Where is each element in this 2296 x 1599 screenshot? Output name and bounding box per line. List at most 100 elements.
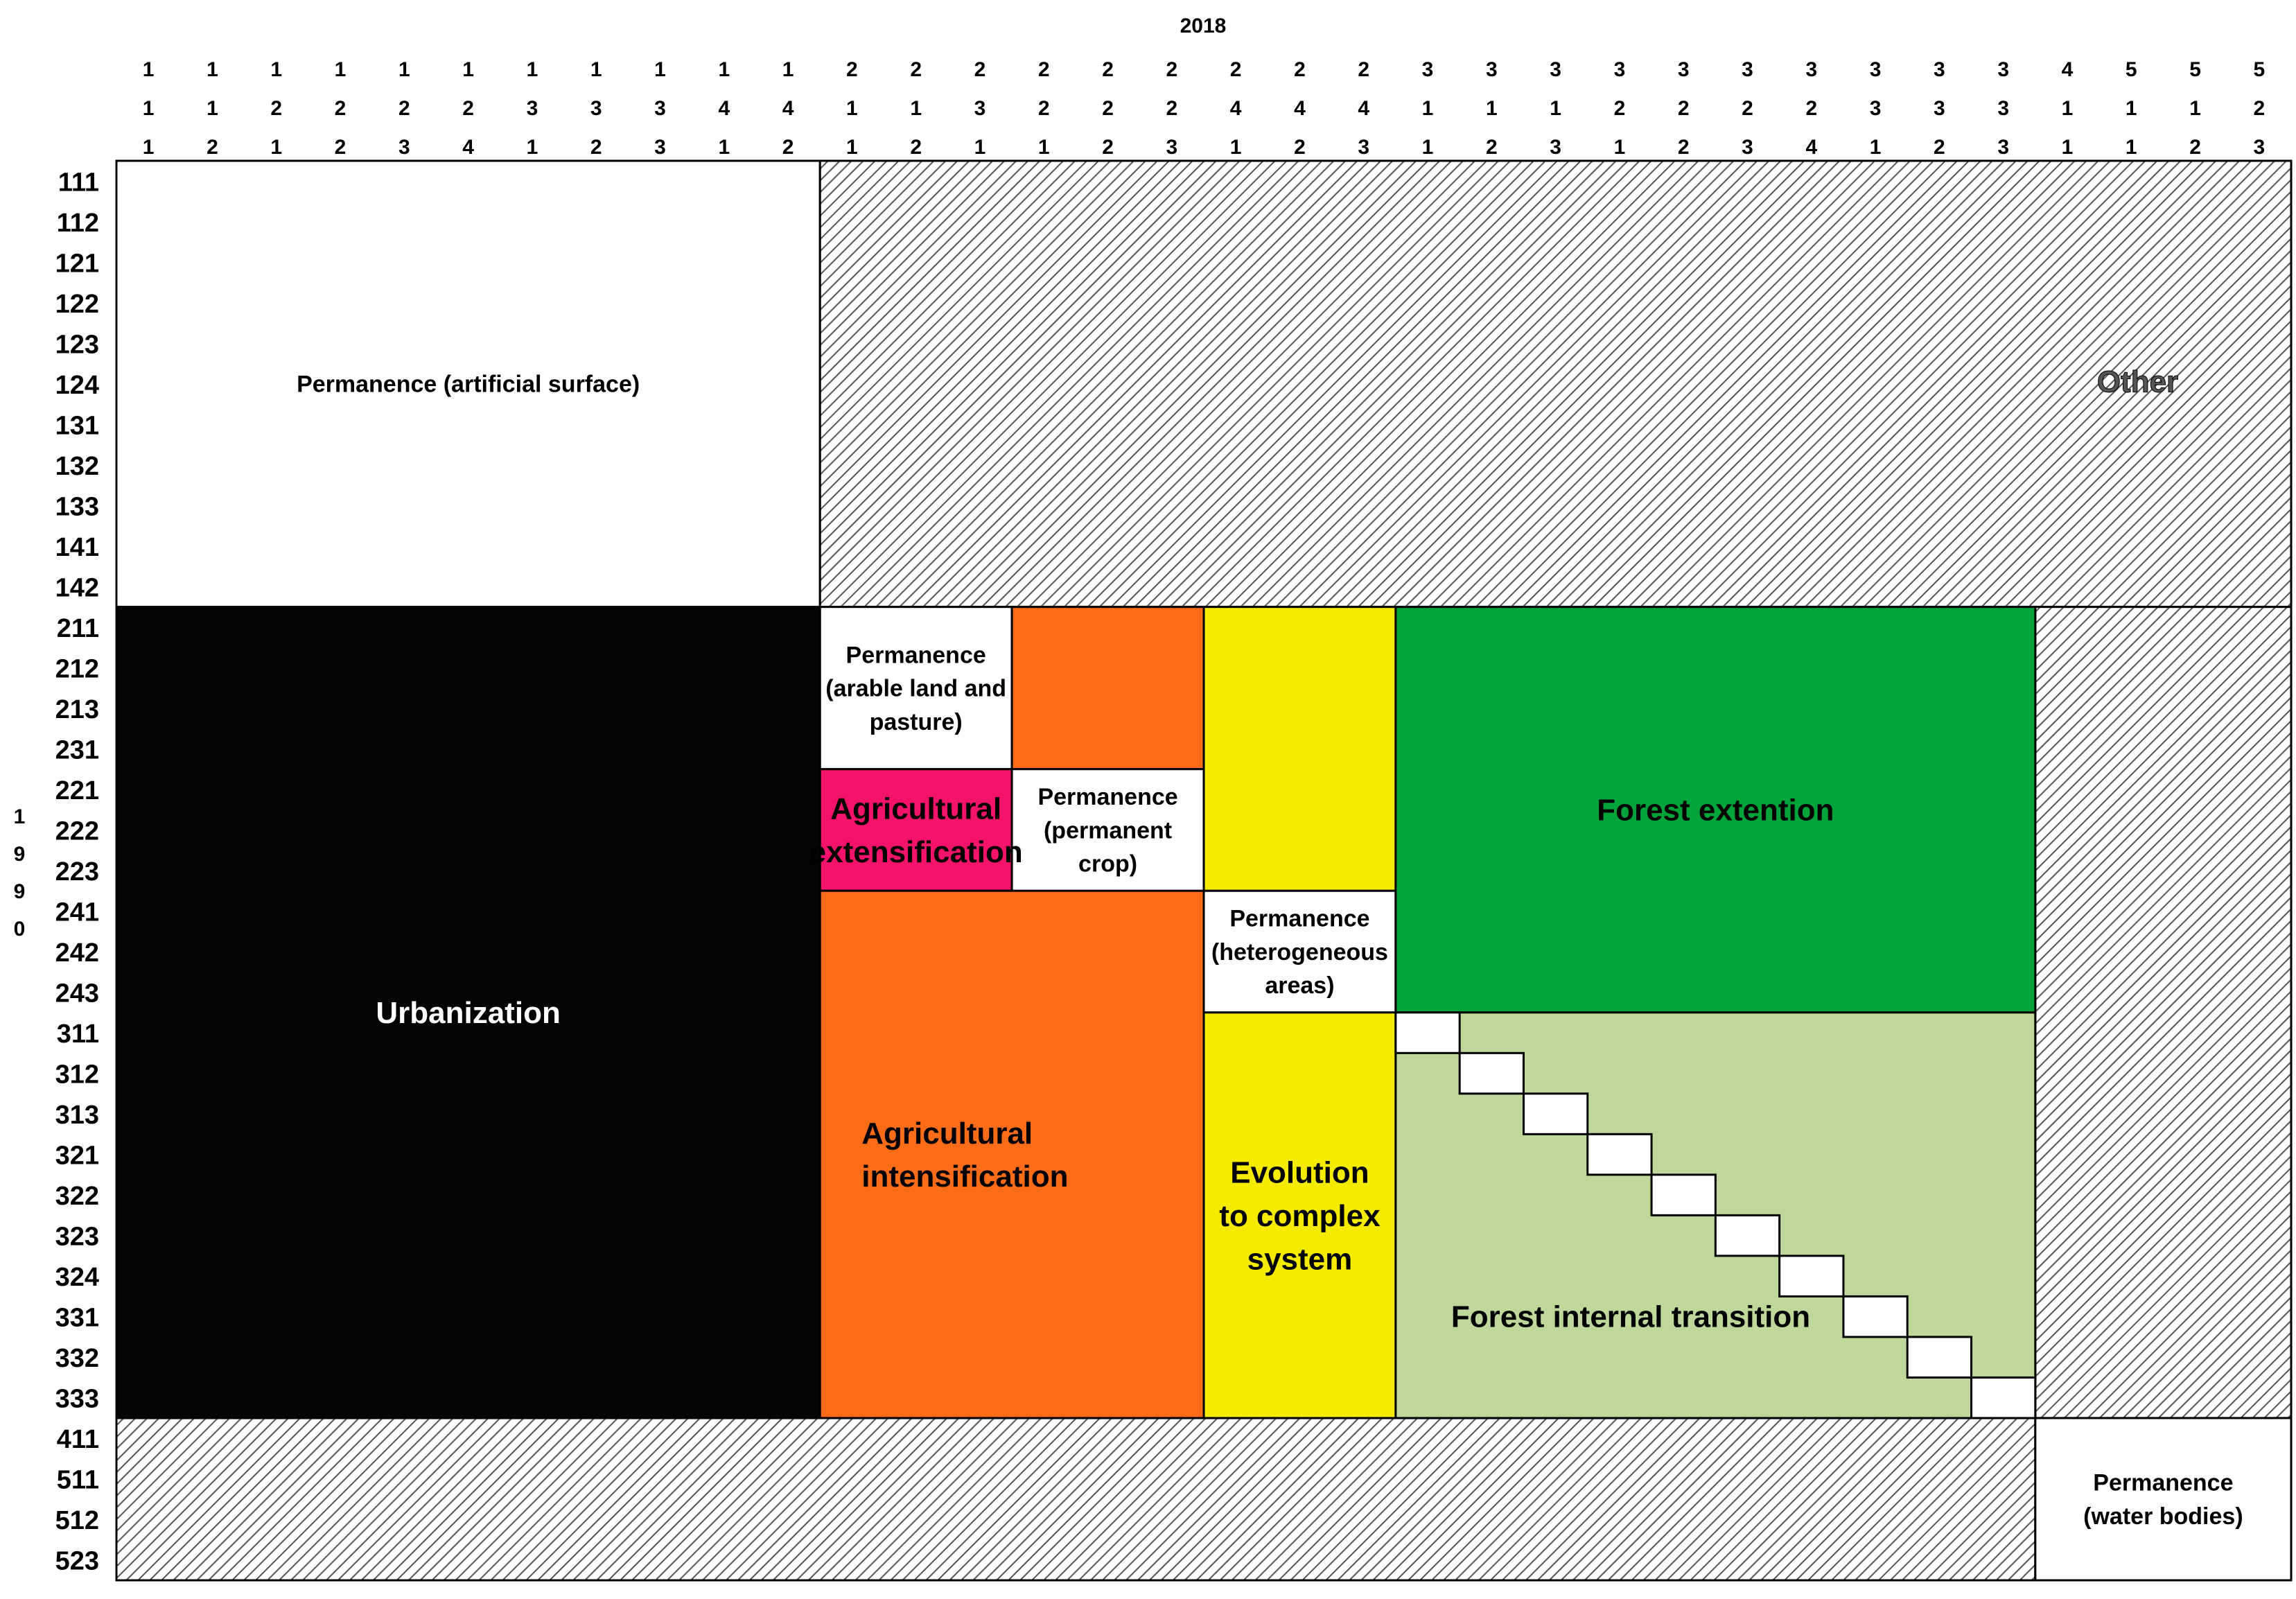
region-perm-artificial bbox=[115, 159, 821, 609]
region-urbanization bbox=[115, 606, 821, 1419]
row-label: 312 bbox=[55, 1060, 99, 1090]
row-label: 141 bbox=[55, 533, 99, 562]
side-axis-title-digit: 1 bbox=[14, 805, 26, 828]
column-label-digit: 1 bbox=[335, 58, 347, 81]
row-label: 112 bbox=[57, 209, 99, 238]
column-label-digit: 1 bbox=[270, 136, 282, 159]
column-label-digit: 1 bbox=[2126, 136, 2137, 159]
column-label-digit: 3 bbox=[527, 97, 538, 120]
row-label: 411 bbox=[57, 1425, 99, 1454]
column-label-digit: 1 bbox=[654, 58, 666, 81]
region-agri-ext bbox=[818, 768, 1013, 892]
row-label: 332 bbox=[55, 1344, 99, 1373]
label-perm-heterogeneous-line-1: (heterogeneous bbox=[1211, 939, 1388, 965]
row-label: 331 bbox=[55, 1304, 99, 1333]
region-evolution bbox=[1202, 1011, 1397, 1419]
region-other-bottom bbox=[115, 1417, 2037, 1582]
column-label-digit: 1 bbox=[1422, 136, 1434, 159]
forest-permanence-cell bbox=[1522, 1092, 1589, 1135]
region-agri-intensification bbox=[818, 889, 1205, 1419]
column-label-digit: 4 bbox=[1230, 97, 1242, 120]
column-label-digit: 2 bbox=[2189, 136, 2201, 159]
column-label-digit: 4 bbox=[718, 97, 730, 120]
column-label-digit: 4 bbox=[462, 136, 474, 159]
row-label: 321 bbox=[55, 1142, 99, 1171]
column-label-digit: 1 bbox=[782, 58, 794, 81]
column-label-digit: 4 bbox=[1805, 136, 1817, 159]
label-agri-intensification-line-0: Agricultural bbox=[861, 1117, 1033, 1151]
region-perm-water bbox=[2034, 1417, 2293, 1582]
label-perm-artificial-line-0: Permanence (artificial surface) bbox=[297, 372, 640, 398]
row-label: 243 bbox=[55, 979, 99, 1008]
column-label-digit: 1 bbox=[2189, 97, 2201, 120]
column-label-digit: 1 bbox=[143, 58, 155, 81]
label-perm-heterogeneous-line-2: areas) bbox=[1265, 972, 1334, 999]
row-label: 221 bbox=[55, 776, 99, 805]
forest-permanence-cell bbox=[1394, 1011, 1461, 1054]
column-label-digit: 3 bbox=[1742, 136, 1753, 159]
column-label-digit: 1 bbox=[270, 58, 282, 81]
row-label: 311 bbox=[57, 1020, 99, 1049]
forest-permanence-cell bbox=[1714, 1214, 1781, 1257]
column-label-digit: 2 bbox=[1294, 136, 1306, 159]
column-label-digit: 3 bbox=[1358, 136, 1369, 159]
column-label-digit: 1 bbox=[1614, 136, 1626, 159]
column-label-digit: 2 bbox=[910, 136, 922, 159]
row-label: 323 bbox=[55, 1223, 99, 1252]
column-label-digit: 5 bbox=[2254, 58, 2266, 81]
label-forest-extension-line-0: Forest extention bbox=[1597, 794, 1834, 828]
row-label: 324 bbox=[55, 1263, 99, 1292]
column-label-digit: 2 bbox=[1358, 58, 1369, 81]
column-label-digit: 3 bbox=[1997, 58, 2009, 81]
column-label-digit: 1 bbox=[207, 58, 218, 81]
column-label-digit: 2 bbox=[335, 97, 347, 120]
label-evolution-line-0: Evolution bbox=[1230, 1155, 1369, 1189]
region-agri-int-top bbox=[1010, 606, 1205, 771]
column-label-digit: 1 bbox=[718, 58, 730, 81]
row-label: 213 bbox=[55, 695, 99, 724]
label-perm-heterogeneous-line-0: Permanence bbox=[1229, 906, 1369, 932]
column-label-digit: 4 bbox=[2062, 58, 2074, 81]
column-label-digit: 4 bbox=[1294, 97, 1306, 120]
forest-permanence-cell bbox=[1970, 1376, 2037, 1419]
forest-permanence-cell bbox=[1650, 1173, 1717, 1216]
column-label-digit: 3 bbox=[1870, 97, 1882, 120]
regions-layer bbox=[115, 159, 2293, 1582]
region-other-top bbox=[818, 159, 2293, 609]
label-perm-crop-line-2: crop) bbox=[1078, 851, 1137, 877]
column-label-digit: 1 bbox=[1230, 136, 1242, 159]
row-label: 212 bbox=[55, 654, 99, 683]
column-label-digit: 2 bbox=[590, 136, 602, 159]
row-label: 241 bbox=[55, 898, 99, 927]
column-label-digit: 2 bbox=[1230, 58, 1242, 81]
column-label-digit: 2 bbox=[1102, 58, 1114, 81]
axis-labels: 2018 11111212112212312413113213314114221… bbox=[14, 15, 2266, 1576]
column-label-digit: 3 bbox=[654, 97, 666, 120]
forest-permanence-cell bbox=[1842, 1295, 1909, 1338]
column-label-digit: 2 bbox=[1166, 58, 1178, 81]
row-label: 242 bbox=[55, 938, 99, 968]
row-label: 122 bbox=[55, 290, 99, 319]
label-agri-ext-line-1: extensification bbox=[809, 835, 1023, 869]
column-label-digit: 3 bbox=[2254, 136, 2266, 159]
column-label-digit: 1 bbox=[846, 97, 858, 120]
column-label-digit: 1 bbox=[1422, 97, 1434, 120]
column-label-digit: 3 bbox=[974, 97, 986, 120]
row-label: 231 bbox=[55, 735, 99, 764]
column-label-digit: 3 bbox=[1934, 97, 1945, 120]
side-axis-title-digit: 9 bbox=[14, 880, 26, 903]
label-perm-arable-line-1: (arable land and bbox=[825, 676, 1006, 702]
row-label: 124 bbox=[55, 371, 99, 400]
label-agri-ext-line-0: Agricultural bbox=[830, 792, 1001, 826]
region-forest-extension bbox=[1394, 606, 2037, 1014]
column-label-digit: 1 bbox=[974, 136, 986, 159]
region-evolution-top bbox=[1202, 606, 1397, 892]
forest-permanence-cell bbox=[1906, 1336, 1973, 1379]
label-agri-intensification-line-1: intensification bbox=[861, 1160, 1068, 1194]
column-label-digit: 3 bbox=[1997, 136, 2009, 159]
column-label-digit: 1 bbox=[462, 58, 474, 81]
column-label-digit: 2 bbox=[1486, 136, 1498, 159]
column-label-digit: 3 bbox=[1742, 58, 1753, 81]
row-label: 111 bbox=[58, 168, 99, 197]
column-label-digit: 3 bbox=[1678, 58, 1690, 81]
